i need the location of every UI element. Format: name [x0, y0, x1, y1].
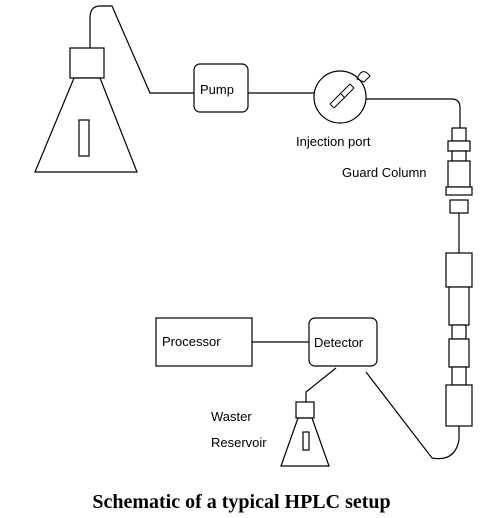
waste-reservoir-label-line2: Reservoir [211, 435, 267, 450]
guard-column-label: Guard Column [342, 165, 427, 180]
injection-port-label: Injection port [296, 134, 371, 149]
analytical-column [445, 252, 473, 427]
tubing-flask-to-pump [89, 5, 194, 125]
pump-label: Pump [200, 82, 234, 97]
injection-port: Injection port [296, 70, 371, 149]
waste-reservoir-label-line1: Waster [211, 409, 252, 424]
waste-reservoir-flask: Waster Reservoir [211, 401, 330, 467]
solvent-reservoir-flask [34, 47, 138, 173]
processor-label: Processor [162, 334, 221, 349]
pump-box: Pump [193, 63, 249, 113]
detector-label: Detector [314, 335, 364, 350]
tubing-injector-to-guard [365, 98, 461, 128]
tubing-column-to-detector [365, 371, 460, 460]
detector-box: Detector [308, 317, 378, 367]
processor-box: Processor [155, 317, 253, 367]
diagram-caption: Schematic of a typical HPLC setup [92, 491, 390, 513]
guard-column: Guard Column [342, 127, 473, 214]
